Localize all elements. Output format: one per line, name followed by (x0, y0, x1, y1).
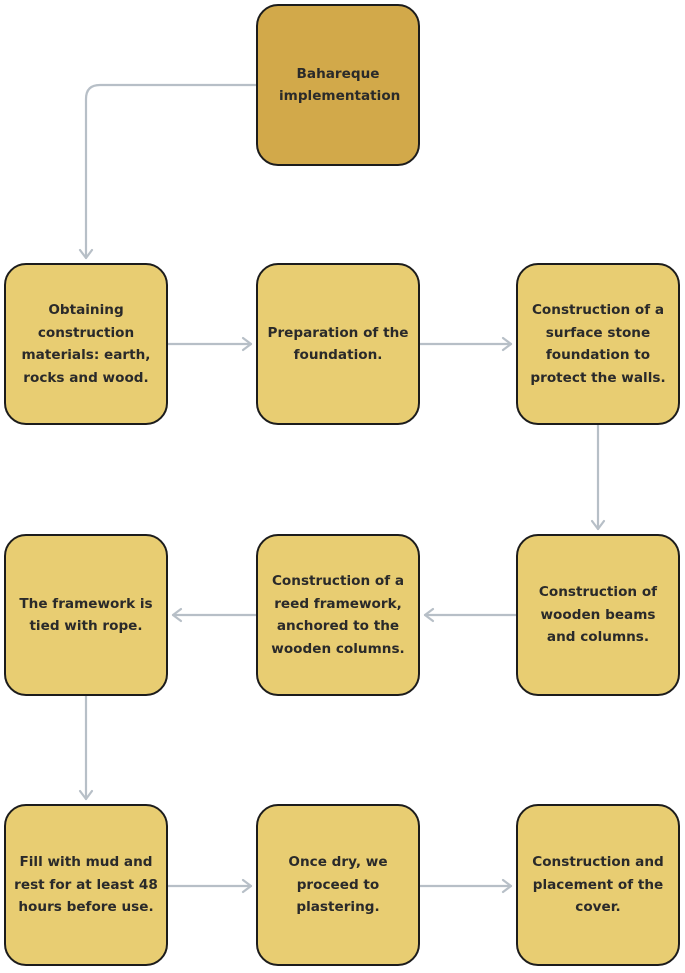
node-label: The framework is tied with rope. (19, 595, 153, 635)
node-label: Fill with mud and rest for at least 48 h… (14, 854, 158, 916)
arrowhead-n1-n2 (78, 248, 94, 260)
node-label: Construction of wooden beams and columns… (538, 584, 658, 646)
arrowhead-n7-n8 (78, 789, 94, 801)
node-label: Once dry, we proceed to plastering. (288, 854, 388, 916)
node-fill-with-mud: Fill with mud and rest for at least 48 h… (4, 804, 168, 966)
arrowhead-n8-n9 (241, 878, 253, 894)
arrowhead-n5-n6 (423, 607, 435, 623)
node-label: Construction of a reed framework, anchor… (271, 573, 405, 657)
node-label: Bahareque implementation (279, 65, 401, 105)
node-bahareque-implementation: Bahareque implementation (256, 4, 420, 166)
node-plastering: Once dry, we proceed to plastering. (256, 804, 420, 966)
node-label: Obtaining construction materials: earth,… (21, 302, 151, 386)
node-wooden-beams-columns: Construction of wooden beams and columns… (516, 534, 680, 696)
arrowhead-n2-n3 (241, 336, 253, 352)
node-foundation-preparation: Preparation of the foundation. (256, 263, 420, 425)
node-cover-placement: Construction and placement of the cover. (516, 804, 680, 966)
node-label: Construction and placement of the cover. (532, 854, 664, 916)
arrowhead-n6-n7 (171, 607, 183, 623)
edge-n1-n2 (84, 83, 258, 260)
arrowhead-n3-n4 (501, 336, 513, 352)
arrowhead-n4-n5 (590, 519, 606, 531)
node-obtaining-materials: Obtaining construction materials: earth,… (4, 263, 168, 425)
node-framework-tied: The framework is tied with rope. (4, 534, 168, 696)
node-label: Construction of a surface stone foundati… (530, 302, 666, 386)
node-label: Preparation of the foundation. (267, 324, 409, 364)
node-stone-foundation: Construction of a surface stone foundati… (516, 263, 680, 425)
node-reed-framework: Construction of a reed framework, anchor… (256, 534, 420, 696)
arrowhead-n9-n10 (501, 878, 513, 894)
